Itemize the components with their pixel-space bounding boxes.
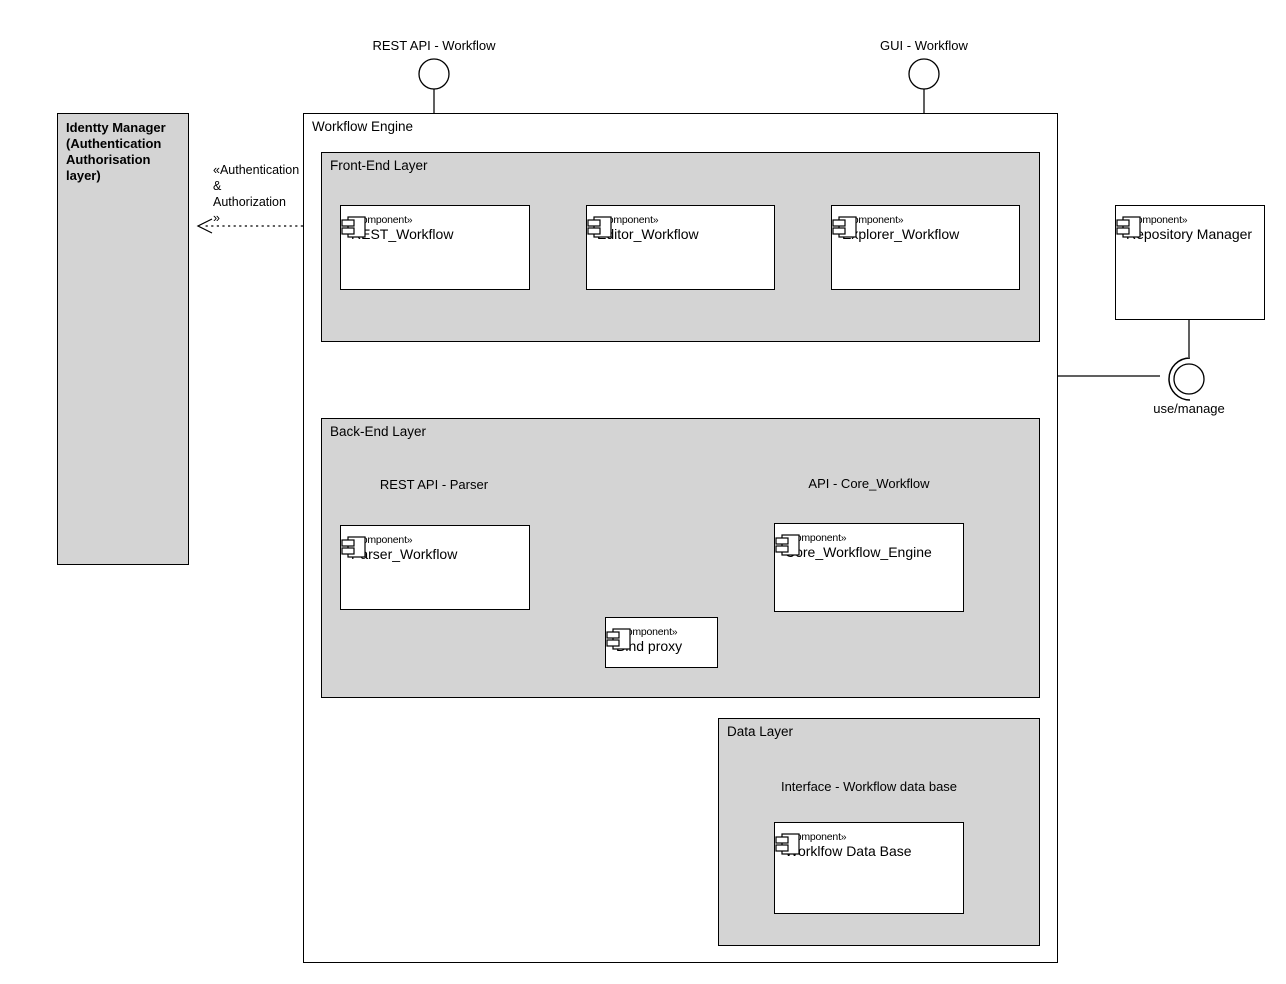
component-core-workflow-engine[interactable]: «component» Core_Workflow_Engine: [774, 523, 964, 612]
component-rest-workflow[interactable]: «component» REST_Workflow: [340, 205, 530, 290]
component-stereotype: «component»: [351, 214, 413, 226]
component-name: Explorer_Workflow: [842, 226, 960, 242]
component-stereotype: «component»: [785, 532, 847, 544]
component-bind-proxy[interactable]: «component» Bind proxy: [605, 617, 718, 668]
layer-data-label: Data Layer: [727, 724, 794, 739]
component-stereotype: «component»: [351, 534, 413, 546]
ball-use-manage: [1173, 363, 1205, 395]
component-icon: [775, 833, 800, 855]
label-gui-workflow: GUI - Workflow: [880, 38, 968, 53]
component-stereotype: «component»: [842, 214, 904, 226]
identity-manager-box[interactable]: Identty Manager (Authentication Authoris…: [57, 113, 189, 565]
identity-manager-label: Identty Manager (Authentication Authoris…: [66, 120, 166, 183]
socket-use-manage: [1168, 357, 1191, 401]
label-interface-workflow-database: Interface - Workflow data base: [780, 779, 958, 794]
component-name: Repository Manager: [1126, 226, 1253, 242]
component-icon: [587, 216, 612, 238]
ball-gui-workflow: [908, 58, 940, 90]
component-name: Bind proxy: [616, 638, 683, 654]
ball-rest-api-workflow: [418, 58, 450, 90]
component-stereotype: «component»: [616, 626, 678, 638]
component-parser-workflow[interactable]: «component» Parser_Workflow: [340, 525, 530, 610]
component-name: Editor_Workflow: [597, 226, 699, 242]
component-stereotype: «component»: [785, 831, 847, 843]
component-name: Parser_Workflow: [351, 546, 458, 562]
component-icon: [775, 534, 800, 556]
dependency-arrowhead: [196, 218, 213, 234]
component-name: Worklfow Data Base: [785, 843, 912, 859]
layer-back-end-label: Back-End Layer: [330, 424, 427, 439]
component-name: Core_Workflow_Engine: [785, 544, 932, 560]
label-api-core-workflow: API - Core_Workflow: [808, 476, 930, 491]
component-name: REST_Workflow: [351, 226, 454, 242]
component-icon: [341, 216, 366, 238]
component-stereotype: «component»: [1126, 214, 1188, 226]
component-editor-workflow[interactable]: «component» Editor_Workflow: [586, 205, 775, 290]
component-workflow-data-base[interactable]: «component» Worklfow Data Base: [774, 822, 964, 914]
component-icon: [606, 628, 631, 650]
component-stereotype: «component»: [597, 214, 659, 226]
layer-front-end-label: Front-End Layer: [330, 158, 428, 173]
component-icon: [341, 536, 366, 558]
label-rest-api-workflow: REST API - Workflow: [372, 38, 496, 53]
component-icon: [832, 216, 857, 238]
label-use-manage: use/manage: [1153, 401, 1225, 416]
package-workflow-engine-label: Workflow Engine: [312, 119, 414, 134]
dependency-label: «Authentication & Authorization »: [213, 163, 300, 225]
component-icon: [1116, 216, 1141, 238]
component-repository-manager[interactable]: «component» Repository Manager: [1115, 205, 1265, 320]
label-rest-api-parser: REST API - Parser: [379, 477, 489, 492]
component-explorer-workflow[interactable]: «component» Explorer_Workflow: [831, 205, 1020, 290]
